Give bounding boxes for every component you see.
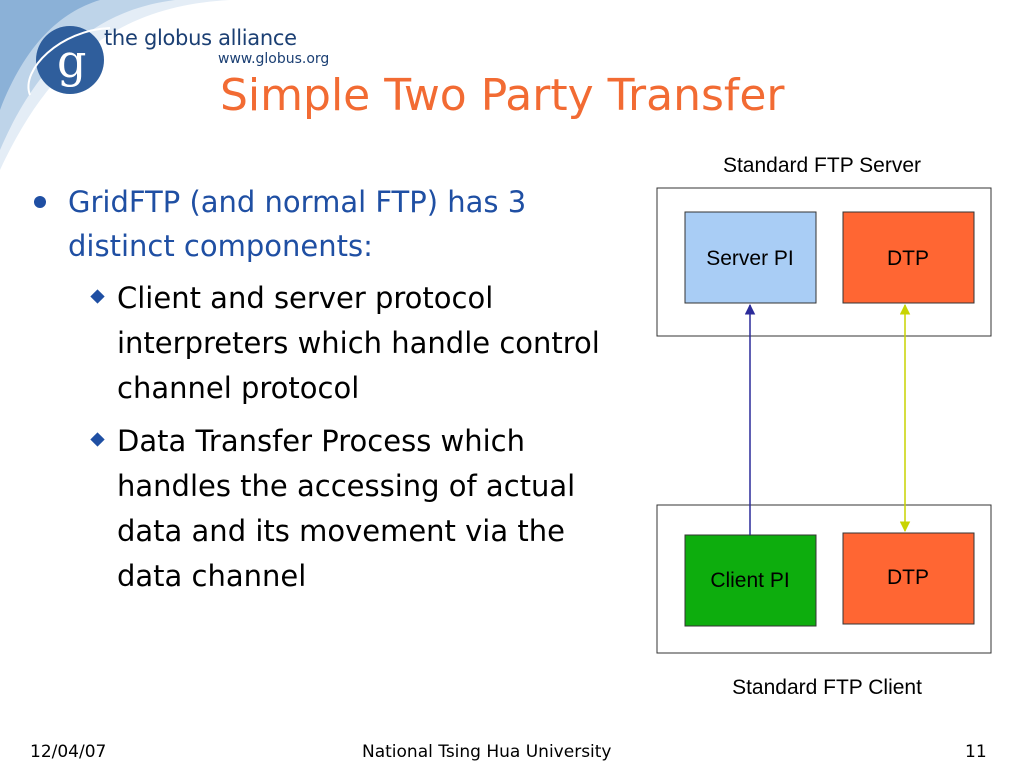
logo-wordmark: the globus alliance	[104, 26, 297, 50]
footer-date: 12/04/07	[30, 742, 107, 762]
sub-bullet-text: Client and server protocol interpreters …	[117, 281, 600, 405]
logo-letter: g	[57, 34, 86, 88]
sub-bullet-text: Data Transfer Process which handles the …	[117, 424, 576, 593]
server-dtp-box	[842, 211, 975, 304]
client-pi-box	[684, 534, 817, 627]
slide-title: Simple Two Party Transfer	[220, 70, 785, 121]
globus-logo-icon: g	[27, 26, 111, 96]
bullet-main-text: GridFTP (and normal FTP) has 3 distinct …	[68, 185, 527, 263]
logo-url: www.globus.org	[218, 51, 330, 67]
client-dtp-label: DTP	[887, 566, 929, 589]
server-pi-label: Server PI	[706, 247, 794, 270]
footer-page-number: 11	[965, 742, 987, 762]
client-pi-label: Client PI	[710, 569, 789, 592]
sub-bullet-dtp: Data Transfer Process which handles the …	[28, 419, 618, 599]
sub-bullet-pi: Client and server protocol interpreters …	[28, 276, 618, 411]
client-group-label: Standard FTP Client	[732, 676, 922, 699]
server-dtp-label: DTP	[887, 247, 929, 270]
bullet-list: GridFTP (and normal FTP) has 3 distinct …	[28, 180, 618, 599]
bullet-main: GridFTP (and normal FTP) has 3 distinct …	[28, 180, 618, 268]
footer-institution: National Tsing Hua University	[362, 742, 612, 762]
server-group-label: Standard FTP Server	[723, 154, 921, 177]
server-pi-box	[684, 211, 817, 304]
bullet-dot-icon	[34, 196, 46, 208]
client-dtp-box	[842, 532, 975, 625]
